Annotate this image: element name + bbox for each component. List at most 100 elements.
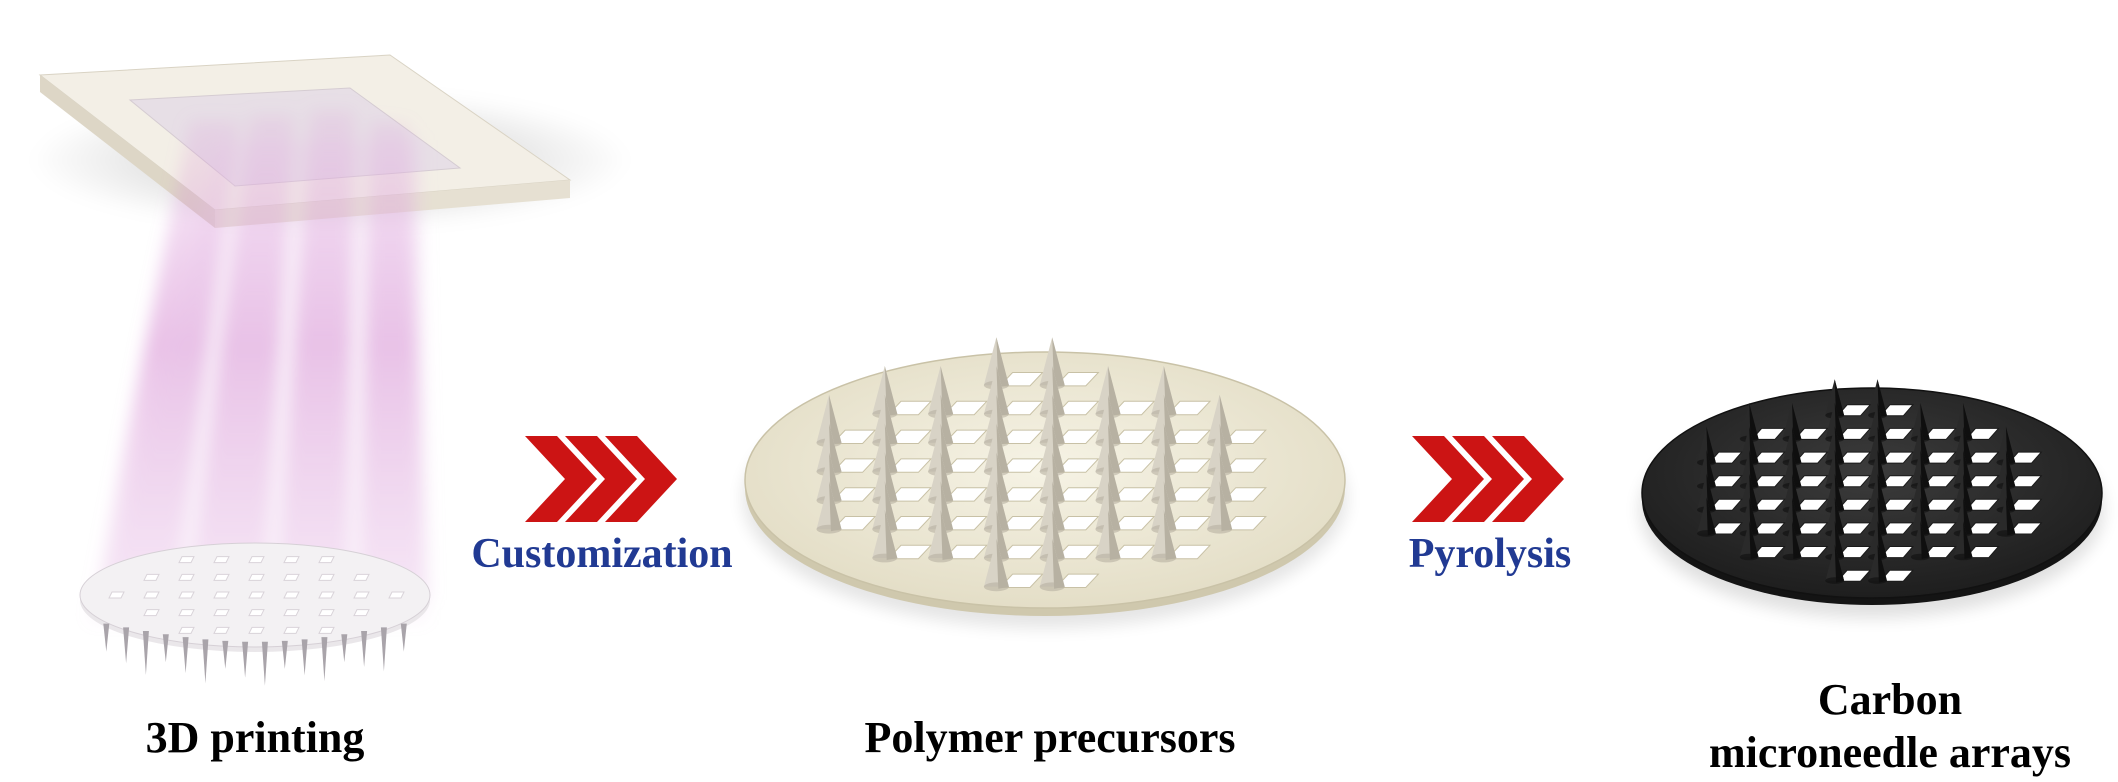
square-hole xyxy=(178,591,195,599)
square-hole xyxy=(283,626,300,634)
microneedle-shade xyxy=(1163,452,1177,503)
microneedle xyxy=(142,631,149,675)
microneedle-base xyxy=(928,553,954,563)
microneedle-shade xyxy=(1877,426,1887,465)
square-hole xyxy=(318,591,335,599)
microneedle-shade xyxy=(1706,473,1716,512)
microneedle-shade xyxy=(1920,426,1930,465)
microneedle-shade xyxy=(829,481,842,532)
microneedle-shade xyxy=(996,394,1009,445)
caption-carbon-line1: Carbon xyxy=(1817,675,1963,724)
polymer-needles xyxy=(816,337,1233,592)
microneedle-shade xyxy=(1877,379,1887,418)
microneedle-shade xyxy=(1834,473,1845,512)
microneedle-shade xyxy=(1834,402,1845,441)
microneedle xyxy=(103,623,110,652)
chevron-shape xyxy=(1412,436,1484,522)
microneedle-shade xyxy=(1749,402,1759,441)
square-hole xyxy=(318,556,335,564)
square-hole xyxy=(353,591,370,599)
microneedle-shade xyxy=(1052,452,1065,503)
polymer-array-illustration xyxy=(743,337,1347,628)
step-label-pyrolysis: Pyrolysis xyxy=(1408,531,1572,577)
microneedle-shade xyxy=(1792,473,1802,512)
square-hole xyxy=(248,626,265,634)
square-hole xyxy=(353,609,370,617)
microneedle-shade xyxy=(1963,402,1973,441)
microneedle-shade xyxy=(884,481,898,532)
microneedle-shade xyxy=(1792,402,1802,441)
microneedle xyxy=(202,639,209,684)
microneedle-shade xyxy=(1108,481,1121,532)
microneedle-shade xyxy=(1052,510,1065,560)
microneedle-shade xyxy=(2005,497,2016,536)
square-hole xyxy=(108,591,125,599)
microneedle-shade xyxy=(940,510,954,560)
microneedle-shade xyxy=(996,481,1009,532)
microneedle-base xyxy=(1953,553,1973,561)
microneedle-shade xyxy=(1834,426,1845,465)
square-hole xyxy=(283,609,300,617)
microneedle-shade xyxy=(1219,452,1233,503)
microneedle-base xyxy=(872,553,898,563)
microneedle-base xyxy=(1151,553,1177,563)
microneedle-shade xyxy=(1834,497,1845,536)
square-hole xyxy=(178,556,195,564)
chevron-shape xyxy=(525,436,597,522)
microneedle-base xyxy=(1825,577,1845,584)
microneedle-base xyxy=(983,582,1009,592)
square-hole xyxy=(213,591,230,599)
microneedle-shade xyxy=(1108,366,1121,416)
microneedle xyxy=(162,634,169,663)
microneedle-shade xyxy=(996,366,1009,416)
microneedle xyxy=(341,634,348,663)
square-hole xyxy=(318,573,335,581)
square-hole xyxy=(178,626,195,634)
square-hole xyxy=(143,573,160,581)
microneedle-base xyxy=(1868,577,1887,584)
microneedle-shade xyxy=(1877,402,1887,441)
microneedle-shade xyxy=(884,366,898,416)
microneedle-shade xyxy=(1749,473,1759,512)
microneedle-shade xyxy=(1052,366,1065,416)
microneedle-shade xyxy=(2005,426,2016,465)
microneedle-shade xyxy=(1877,473,1887,512)
microneedle-shade xyxy=(2005,473,2016,512)
chevron-arrow-icon xyxy=(1412,436,1564,522)
square-hole xyxy=(248,591,265,599)
microneedle-base xyxy=(1782,553,1802,561)
microneedle-shade xyxy=(1749,497,1759,536)
microneedle-shade xyxy=(1108,423,1121,474)
microneedle-shade xyxy=(1877,544,1887,583)
microneedle-shade xyxy=(2005,450,2016,489)
square-hole xyxy=(318,626,335,634)
microneedle xyxy=(123,627,130,664)
microneedle-shade xyxy=(940,452,954,503)
microneedle-base xyxy=(816,524,842,534)
microneedle-shade xyxy=(829,423,842,474)
microneedle-shade xyxy=(1749,521,1759,559)
microneedle-shade xyxy=(1052,538,1065,589)
microneedle-shade xyxy=(1792,497,1802,536)
microneedle xyxy=(301,639,308,676)
printed-patch-holes xyxy=(108,556,405,634)
polymer-disc-holes xyxy=(831,372,1267,588)
square-hole xyxy=(388,591,405,599)
square-hole xyxy=(213,626,230,634)
light-beams xyxy=(90,110,430,630)
microneedle-shade xyxy=(829,452,842,503)
microneedle-shade xyxy=(1963,450,1973,489)
microneedle-shade xyxy=(1963,473,1973,512)
microneedle-shade xyxy=(884,394,898,445)
carbon-needles xyxy=(1697,379,2016,584)
microneedle xyxy=(361,631,368,667)
microneedle-shade xyxy=(996,538,1009,589)
microneedle-shade xyxy=(1792,521,1802,559)
microneedle-shade xyxy=(884,423,898,474)
microneedle xyxy=(400,623,407,652)
chevron-shape xyxy=(565,436,637,522)
square-hole xyxy=(143,609,160,617)
caption-polymer-precursors: Polymer precursors xyxy=(864,713,1236,762)
square-hole xyxy=(283,591,300,599)
microneedle-shade xyxy=(1963,497,1973,536)
